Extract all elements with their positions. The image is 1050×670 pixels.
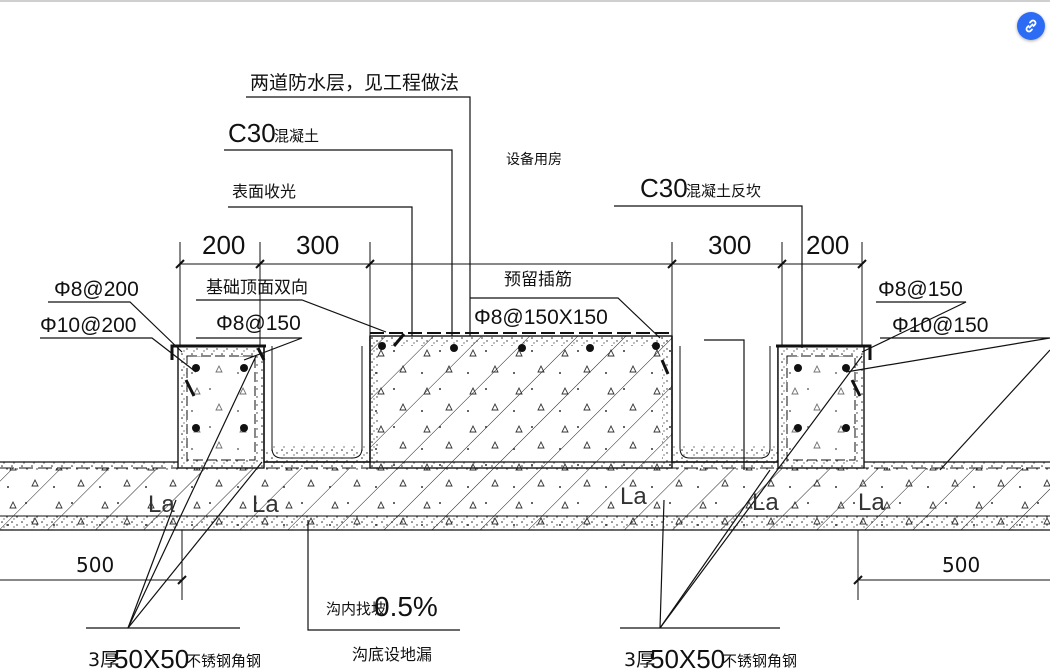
dim-left-200: 200 xyxy=(202,230,245,260)
dim-left-300: 300 xyxy=(296,230,339,260)
la-label-2: La xyxy=(252,491,279,518)
c30-label: C30 xyxy=(228,118,276,148)
la-label-1: La xyxy=(148,491,175,518)
angle-right-suffix: 不锈钢角钢 xyxy=(722,652,797,670)
equipment-room-label: 设备用房 xyxy=(506,151,562,168)
rebar-left-outer: Φ8@200 xyxy=(54,278,139,301)
link-button[interactable] xyxy=(1017,12,1045,40)
floor-drain-label: 沟底设地漏 xyxy=(352,645,432,664)
right-trench xyxy=(671,336,779,463)
dim-right-300: 300 xyxy=(708,230,751,260)
base-slab xyxy=(0,461,1050,531)
surface-finish-label: 表面收光 xyxy=(232,182,296,201)
reserved-rebar-label: 预留插筋 xyxy=(504,270,572,290)
c30-suffix-label: 混凝土 xyxy=(274,127,319,145)
angle-right-size: 50X50 xyxy=(650,644,725,670)
la-label-3: La xyxy=(620,483,647,510)
dim-right-500: 500 xyxy=(942,553,980,577)
slope-prefix-label: 沟内找坡 xyxy=(326,600,386,618)
rebar-foundation: Φ8@150 xyxy=(216,312,301,335)
left-curb xyxy=(170,344,266,469)
la-label-4: La xyxy=(752,489,779,516)
rebar-right-inner: Φ10@150 xyxy=(892,314,988,337)
waterproof-label: 两道防水层，见工程做法 xyxy=(250,72,459,94)
right-curb xyxy=(776,344,872,469)
angle-left-prefix: 3厚 xyxy=(88,649,119,670)
angle-left-size: 50X50 xyxy=(114,644,189,670)
foundation-top-label: 基础顶面双向 xyxy=(206,278,308,298)
rebar-right-outer: Φ8@150 xyxy=(878,278,963,301)
dimension-lines xyxy=(0,242,1050,600)
rebar-left-inner: Φ10@200 xyxy=(40,314,136,337)
la-label-5: La xyxy=(858,489,885,516)
leader-lines xyxy=(40,96,1050,631)
c30-right-label: C30 xyxy=(640,173,688,203)
dim-right-200: 200 xyxy=(806,230,849,260)
dim-left-500: 500 xyxy=(76,553,114,577)
angle-left-suffix: 不锈钢角钢 xyxy=(186,652,261,670)
slope-value-label: 0.5% xyxy=(374,591,438,622)
angle-right-prefix: 3厚 xyxy=(624,649,655,670)
c30-right-suffix-label: 混凝土反坎 xyxy=(686,182,761,200)
rebar-reserved: Φ8@150X150 xyxy=(474,306,608,329)
left-trench xyxy=(263,336,371,463)
central-block xyxy=(369,332,673,469)
